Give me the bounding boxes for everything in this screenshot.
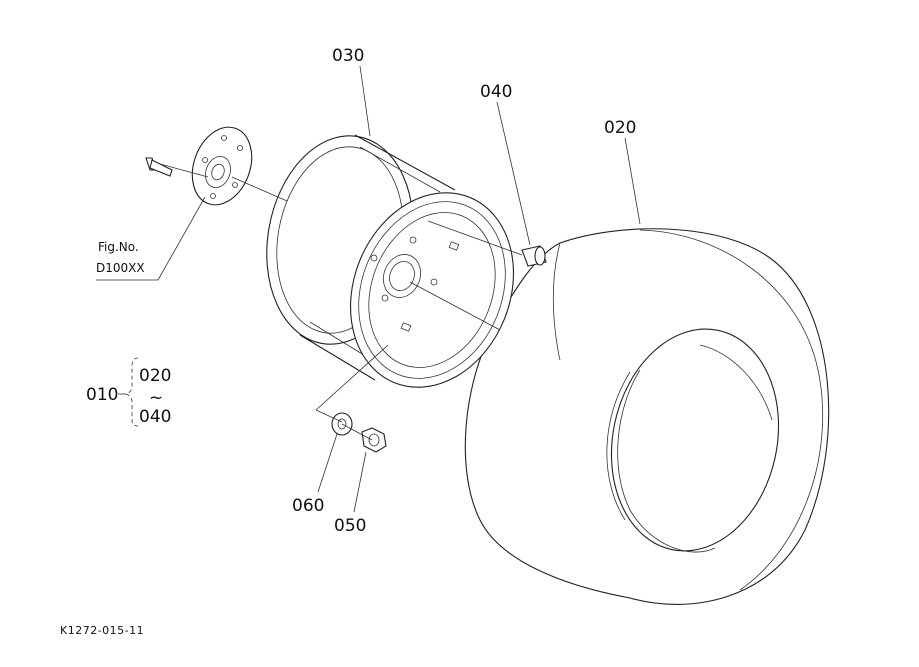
drawing-code: K1272-015-11 [60,624,144,637]
nut-part-050 [361,427,387,453]
hub-bolt [145,157,173,177]
group-to-label: 040 [139,407,171,427]
label-010: 010 [86,385,118,405]
label-040: 040 [480,82,512,102]
label-060: 060 [292,496,324,516]
fig-ref-code: D100XX [96,261,145,275]
label-050: 050 [334,516,366,536]
valve-part-040 [521,245,547,267]
leader-lines [96,65,641,513]
label-030: 030 [332,46,364,66]
label-020: 020 [604,118,636,138]
group-bracket [118,357,139,427]
rim-part-030 [266,134,514,388]
tire-part-020 [464,228,830,605]
fig-ref-title: Fig.No. [98,240,139,254]
group-tilde: ~ [149,388,163,408]
hub-disc [191,126,253,206]
group-from-label: 020 [139,366,171,386]
